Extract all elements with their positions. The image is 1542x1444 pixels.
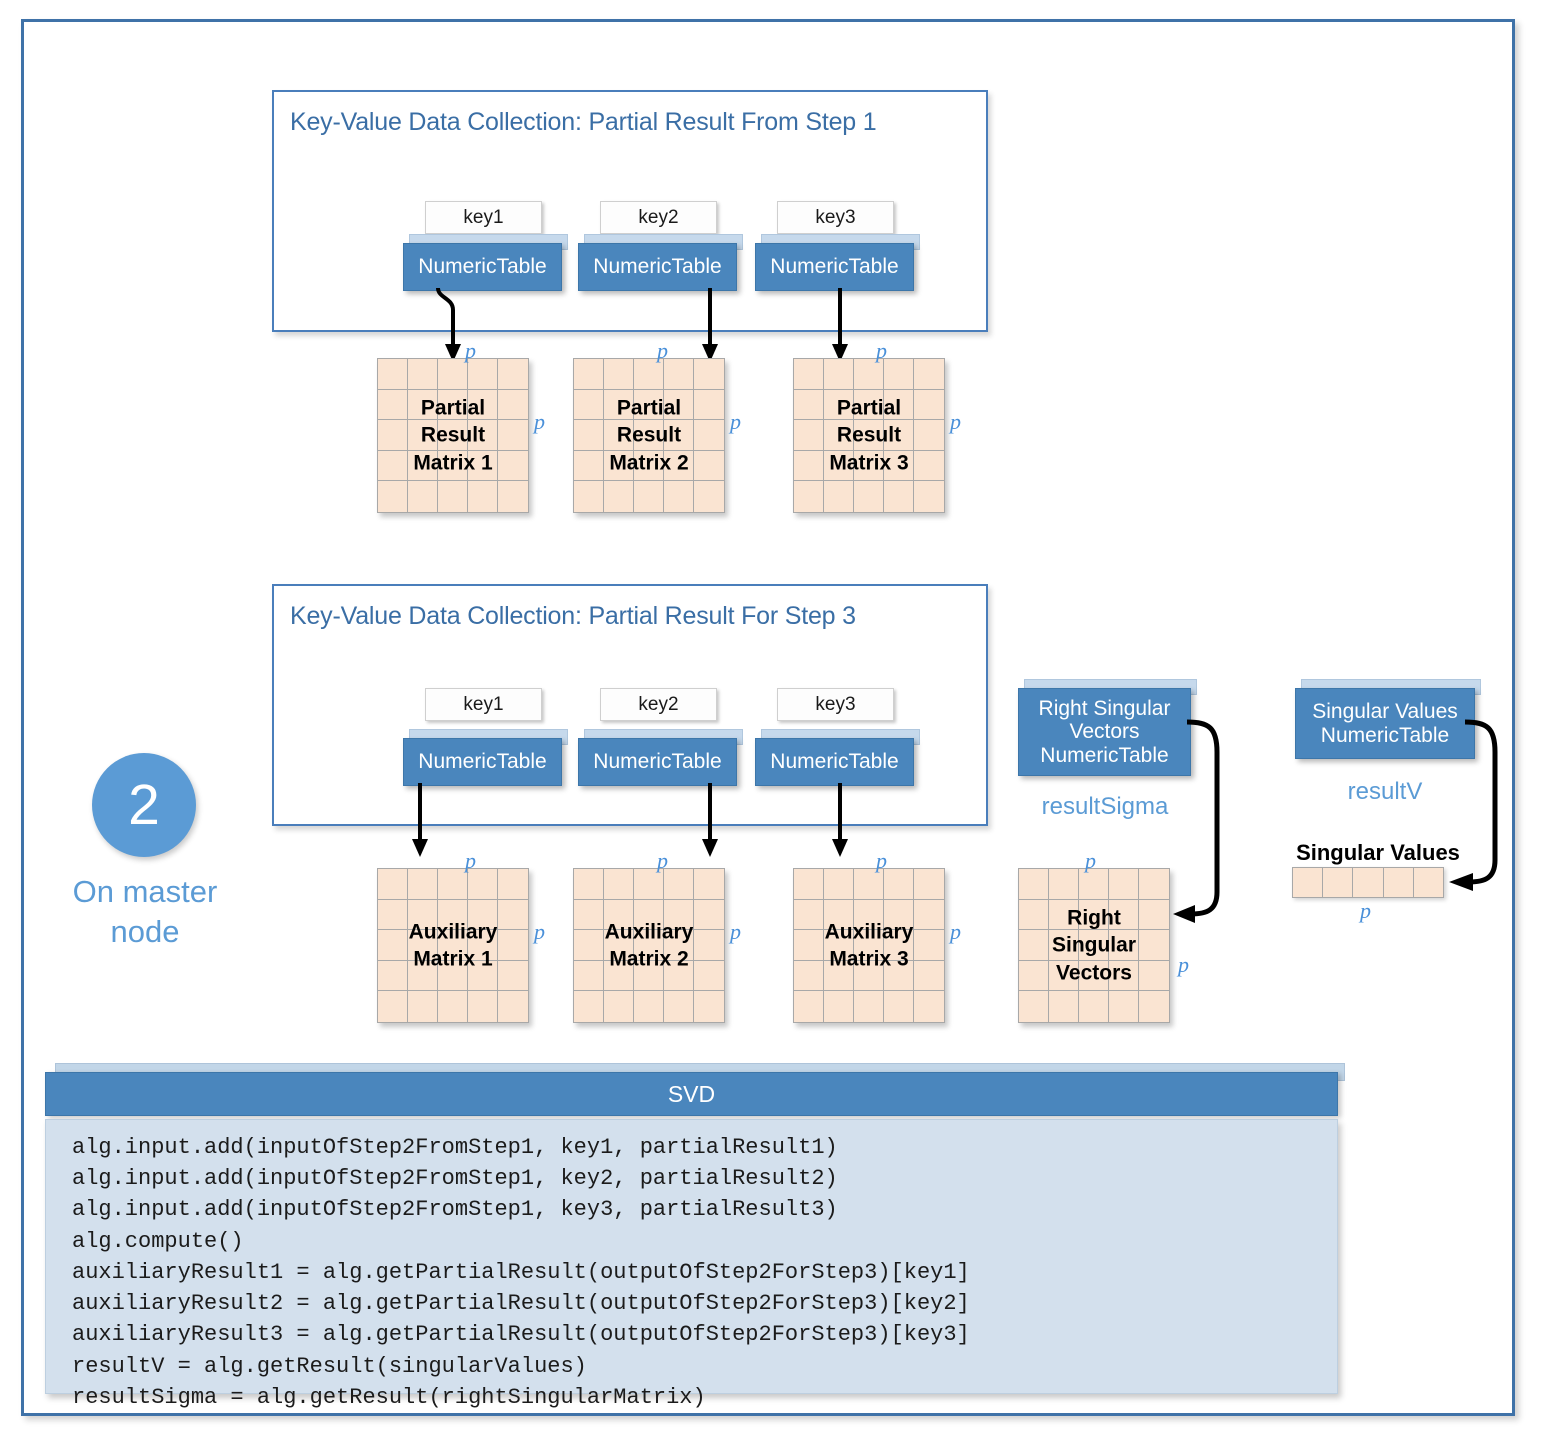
numerictable-1-2: NumericTable [578, 234, 743, 291]
key-chip-label: key1 [463, 693, 504, 715]
numerictable-front: NumericTable [403, 243, 562, 291]
key-chip-2-3: key3 [777, 688, 894, 721]
arrow-numerictable-to-partial-3 [832, 288, 848, 362]
partial-result-matrix-1: Partial Result Matrix 1 [377, 358, 529, 513]
singular-values-vector [1292, 867, 1444, 898]
arrow-sigma-table-to-matrix [1173, 719, 1220, 923]
singular-values-dim-bottom: p [1360, 898, 1371, 923]
numerictable-2-2: NumericTable [578, 729, 743, 786]
result-v-label: resultV [1347, 778, 1423, 805]
key-chip-1-2: key2 [600, 201, 717, 234]
collection-title-2: Key-Value Data Collection: Partial Resul… [290, 602, 856, 630]
right-singular-vectors-numerictable: Right Singular Vectors NumericTable [1018, 679, 1197, 776]
numerictable-front: Singular Values NumericTable [1295, 688, 1475, 759]
partial-matrix-3-dim-top: p [876, 338, 887, 363]
singular-values-numerictable: Singular Values NumericTable [1295, 679, 1481, 759]
code-panel-title: SVD [667, 1080, 716, 1107]
numerictable-label: NumericTable [770, 255, 899, 279]
numerictable-2-3: NumericTable [755, 729, 920, 786]
numerictable-label: NumericTable [770, 750, 899, 774]
key-chip-1-3: key3 [777, 201, 894, 234]
key-chip-label: key2 [638, 206, 679, 228]
key-chip-label: key2 [638, 693, 679, 715]
numerictable-front: NumericTable [578, 243, 737, 291]
right-singular-vectors-matrix: Right Singular Vectors [1018, 868, 1170, 1023]
numerictable-label: Singular Values NumericTable [1312, 699, 1458, 747]
auxiliary-matrix-2-dim-top: p [657, 848, 668, 873]
singular-value-cell [1353, 868, 1384, 897]
arrow-numerictable-to-auxiliary-1 [412, 783, 428, 857]
right-singular-dim-right: p [1178, 952, 1189, 977]
numerictable-1-3: NumericTable [755, 234, 920, 291]
singular-value-cell [1293, 868, 1324, 897]
numerictable-label: NumericTable [418, 750, 547, 774]
numerictable-1-1: NumericTable [403, 234, 568, 291]
numerictable-front: Right Singular Vectors NumericTable [1018, 688, 1191, 776]
partial-matrix-1-dim-top: p [465, 338, 476, 363]
auxiliary-matrix-1-dim-top: p [465, 848, 476, 873]
numerictable-2-1: NumericTable [403, 729, 568, 786]
arrow-numerictable-to-partial-1 [436, 287, 461, 362]
partial-matrix-1-dim-right: p [534, 409, 545, 434]
numerictable-front: NumericTable [755, 243, 914, 291]
arrow-numerictable-to-partial-2 [702, 288, 718, 362]
auxiliary-matrix-2: Auxiliary Matrix 2 [573, 868, 725, 1023]
result-sigma-label: resultSigma [1041, 793, 1169, 820]
key-chip-label: key1 [463, 206, 504, 228]
numerictable-label: NumericTable [593, 750, 722, 774]
numerictable-front: NumericTable [755, 738, 914, 786]
collection-title-1: Key-Value Data Collection: Partial Resul… [290, 108, 877, 136]
partial-matrix-2-dim-top: p [657, 338, 668, 363]
singular-value-cell [1323, 868, 1354, 897]
partial-matrix-3-dim-right: p [950, 409, 961, 434]
auxiliary-matrix-3-dim-top: p [876, 848, 887, 873]
step-number-badge: 2 [92, 753, 196, 857]
code-text: alg.input.add(inputOfStep2FromStep1, key… [72, 1135, 970, 1410]
partial-matrix-2-dim-right: p [730, 409, 741, 434]
step-number-text: 2 [128, 773, 160, 837]
numerictable-label: NumericTable [418, 255, 547, 279]
key-chip-label: key3 [815, 693, 856, 715]
auxiliary-matrix-1: Auxiliary Matrix 1 [377, 868, 529, 1023]
code-panel-body: alg.input.add(inputOfStep2FromStep1, key… [45, 1119, 1338, 1410]
auxiliary-matrix-3-dim-right: p [950, 919, 961, 944]
singular-value-cell [1414, 868, 1443, 897]
arrow-numerictable-to-auxiliary-2 [702, 783, 718, 857]
step-caption: On master node [72, 874, 218, 950]
partial-result-matrix-2: Partial Result Matrix 2 [573, 358, 725, 513]
key-chip-2-1: key1 [425, 688, 542, 721]
numerictable-front: NumericTable [578, 738, 737, 786]
key-chip-2-2: key2 [600, 688, 717, 721]
code-panel-header: SVD [45, 1072, 1338, 1116]
numerictable-label: Right Singular Vectors NumericTable [1038, 696, 1171, 767]
arrow-numerictable-to-auxiliary-3 [832, 783, 848, 857]
partial-result-matrix-3: Partial Result Matrix 3 [793, 358, 945, 513]
auxiliary-matrix-3: Auxiliary Matrix 3 [793, 868, 945, 1023]
key-chip-1-1: key1 [425, 201, 542, 234]
singular-values-caption: Singular Values [1296, 840, 1460, 865]
singular-value-cell [1384, 868, 1414, 897]
auxiliary-matrix-2-dim-right: p [730, 919, 741, 944]
numerictable-label: NumericTable [593, 255, 722, 279]
auxiliary-matrix-1-dim-right: p [534, 919, 545, 944]
arrow-v-table-to-vector [1449, 719, 1498, 891]
numerictable-front: NumericTable [403, 738, 562, 786]
right-singular-dim-top: p [1085, 848, 1096, 873]
key-chip-label: key3 [815, 206, 856, 228]
